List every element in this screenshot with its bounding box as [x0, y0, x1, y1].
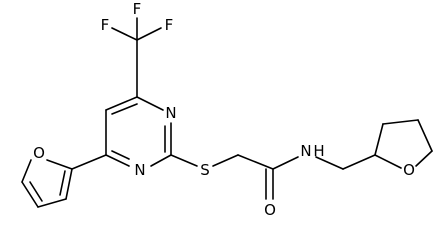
bond-c-f-right — [136, 27, 162, 41]
atom-n-upper: N — [165, 104, 176, 122]
bond-thf-c3-c4 — [382, 119, 419, 125]
bond-furan-c3-c2-double — [59, 170, 66, 196]
bond-n3-c4 — [105, 154, 130, 167]
bond-n-ch2 — [315, 156, 344, 170]
bond-carbonyl-n — [272, 156, 299, 170]
atom-h-amide: H — [313, 142, 324, 160]
atom-n-lower: N — [134, 161, 145, 179]
atom-labels: F F F N N O S O N H O — [33, 0, 415, 219]
bond-s-ch2 — [212, 154, 239, 167]
atom-f-top: F — [133, 0, 142, 18]
atom-o-furan: O — [33, 144, 45, 162]
bond-furan-c5-c4-double — [29, 181, 43, 202]
bond-thf-c5-o — [415, 150, 433, 167]
bond-thf-c2-c3 — [374, 123, 384, 156]
bond-c2-s — [170, 154, 198, 167]
bond-furan-c5-c4 — [21, 181, 39, 208]
bond-c6-n1 — [136, 96, 164, 111]
atom-n-amide: N — [300, 142, 311, 160]
chemical-structure: F F F N N O S O N H O — [21, 0, 433, 219]
bond-c5-c6-double — [111, 103, 138, 115]
atom-o-carbonyl: O — [264, 201, 276, 219]
bond-ch2-carbonyl — [237, 154, 274, 170]
bond-furan-c4-c3 — [37, 198, 67, 208]
bond-n3-c4-double — [111, 150, 130, 160]
bond-lines — [21, 17, 433, 208]
bond-c4-furan — [71, 154, 107, 170]
atom-s-thioether: S — [200, 161, 210, 179]
bond-thf-o-c2 — [374, 154, 402, 169]
bond-ch2-thf — [342, 154, 376, 170]
bond-c-f-left — [111, 27, 138, 41]
bond-furan-c3-c2 — [65, 168, 73, 200]
bond-furan-o-c5 — [21, 159, 32, 183]
atom-o-thf: O — [403, 161, 415, 179]
bond-c2-n3 — [150, 154, 172, 167]
bond-thf-c4-c5 — [417, 119, 433, 152]
atom-f-right: F — [165, 16, 174, 34]
atom-f-left: F — [101, 16, 110, 34]
bond-furan-c2-o — [46, 159, 73, 170]
bond-c5-c6 — [105, 96, 138, 111]
